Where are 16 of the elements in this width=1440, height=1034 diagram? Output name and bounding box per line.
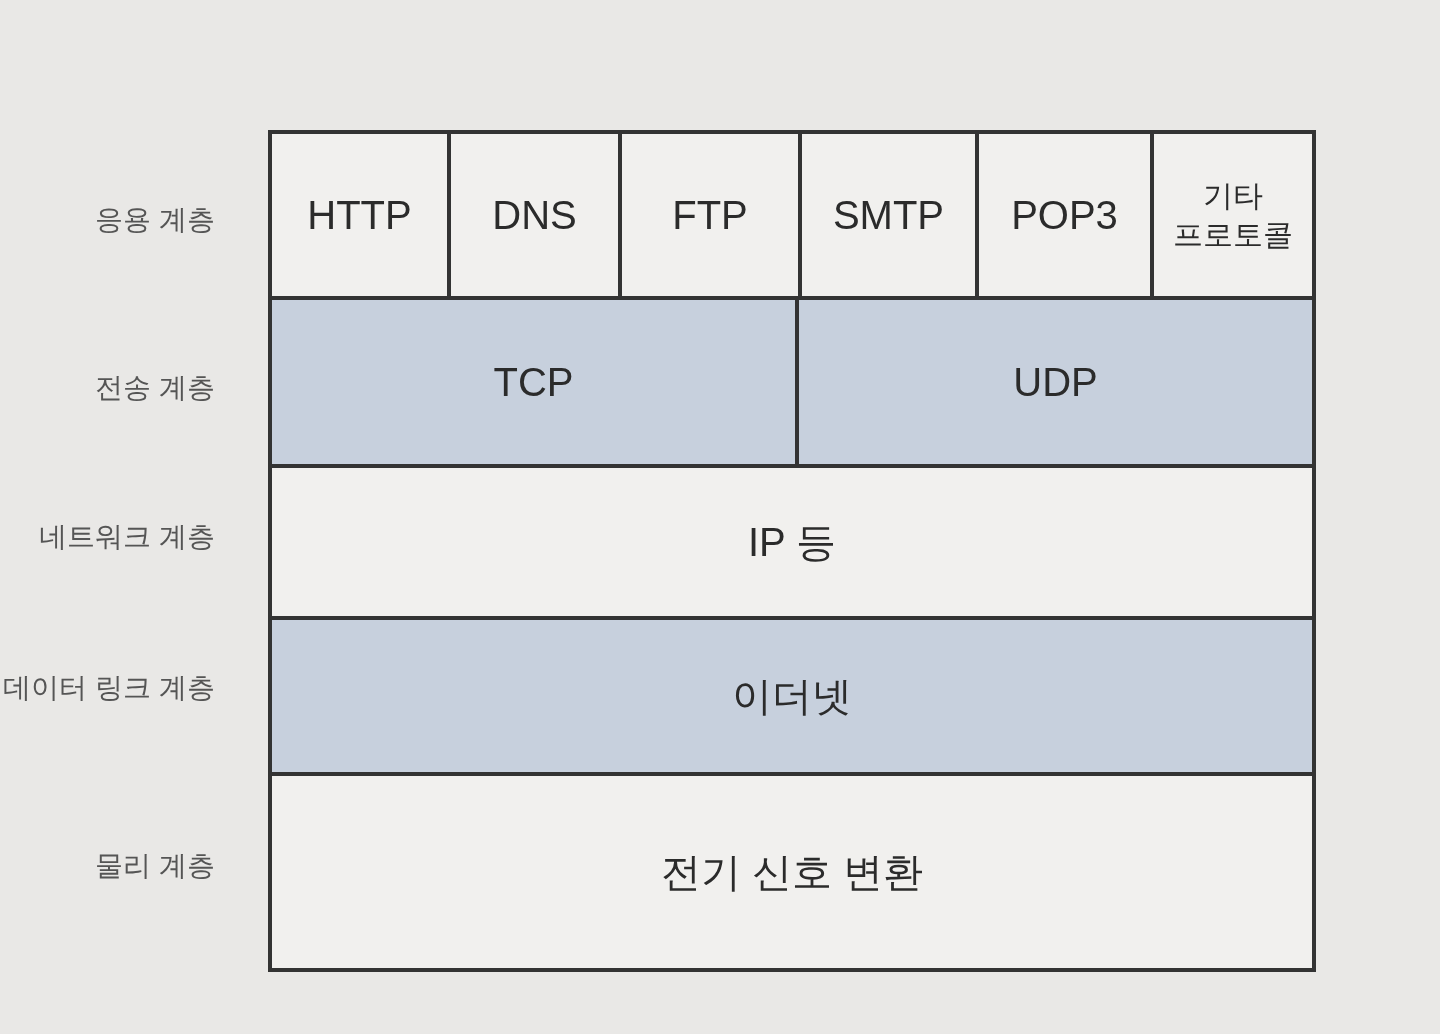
protocol-name: UDP — [1013, 359, 1098, 406]
protocol-name: SMTP — [832, 192, 945, 239]
layer-label: 물리 계층 — [95, 849, 215, 883]
protocol-name: 전기 신호 변환 — [660, 849, 924, 896]
protocol-name: TCP — [493, 359, 574, 406]
layer-label: 데이터 링크 계층 — [3, 671, 215, 705]
protocol-name: FTP — [672, 192, 748, 239]
protocol-name: IP 등 — [747, 519, 837, 566]
protocol-name: 기타 프로토콜 — [1172, 178, 1294, 253]
layer-label: 네트워크 계층 — [39, 520, 215, 554]
layer-label: 전송 계층 — [95, 371, 215, 405]
protocol-name: HTTP — [307, 192, 412, 239]
protocol-name: POP3 — [1011, 192, 1118, 239]
protocol-name: 이더넷 — [732, 673, 852, 720]
layer-label: 응용 계층 — [95, 203, 215, 237]
protocol-name: DNS — [492, 192, 577, 239]
